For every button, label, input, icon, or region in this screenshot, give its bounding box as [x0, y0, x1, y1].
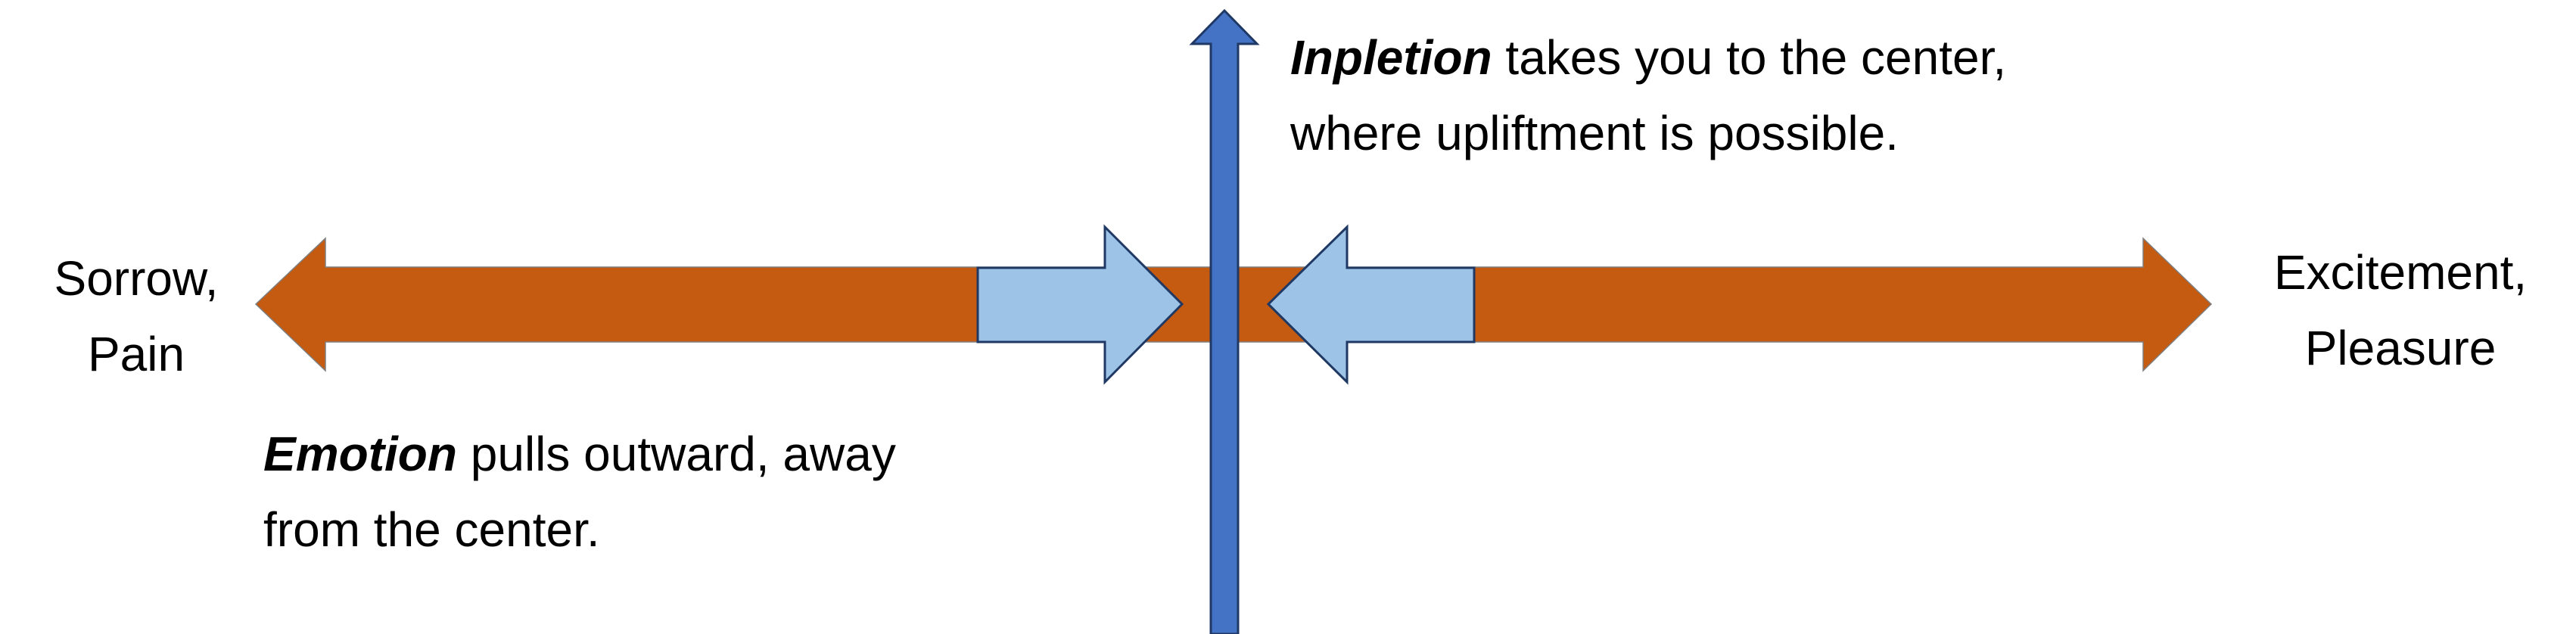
inpletion-caption-line1-rest: takes you to the center, — [1492, 30, 2007, 85]
inpletion-keyword: Inpletion — [1290, 30, 1492, 85]
sorrow-text: Sorrow, — [54, 251, 219, 306]
emotion-caption-line2: from the center. — [263, 502, 600, 557]
excitement-text: Excitement, — [2273, 245, 2528, 300]
emotion-caption: Emotion pulls outward, away from the cen… — [263, 416, 1171, 567]
emotion-keyword: Emotion — [263, 427, 457, 481]
inpletion-caption-line1: Inpletion takes you to the center, — [1290, 20, 2350, 95]
sorrow-pain-label: Sorrow, Pain — [0, 241, 325, 392]
emotion-caption-line1-rest: pulls outward, away — [456, 427, 896, 481]
inpletion-caption-line2: where upliftment is possible. — [1290, 106, 1899, 160]
emotion-caption-line1: Emotion pulls outward, away — [263, 416, 1171, 492]
pleasure-text: Pleasure — [2304, 321, 2497, 375]
vertical-uplift-arrow — [1189, 8, 1260, 634]
left-inward-arrow — [976, 224, 1184, 385]
excitement-pleasure-label: Excitement, Pleasure — [2211, 235, 2576, 386]
pain-text: Pain — [87, 327, 185, 381]
right-inward-arrow — [1266, 224, 1476, 385]
inpletion-caption: Inpletion takes you to the center, where… — [1290, 20, 2350, 171]
